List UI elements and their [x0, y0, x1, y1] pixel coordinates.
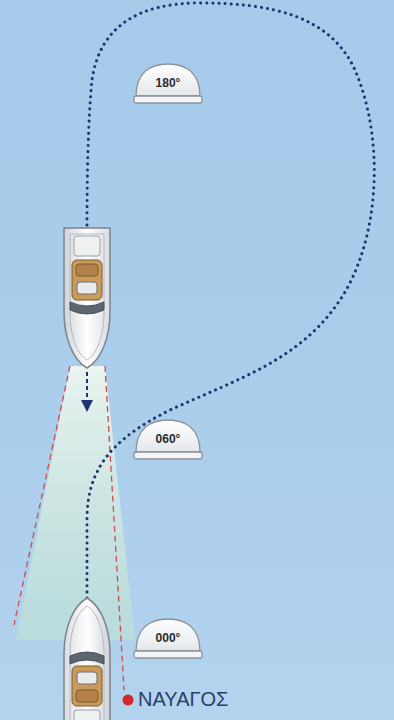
dome-base: [134, 452, 202, 459]
direction-arrow: [86, 372, 88, 402]
heading-degree: 060°: [156, 432, 181, 460]
turn-path: [87, 3, 374, 598]
heading-degree: 000°: [156, 631, 181, 659]
compass-marker: 180°: [133, 62, 203, 104]
compass-marker: 000°: [133, 617, 203, 659]
boat: [64, 228, 110, 368]
sight-line: [14, 366, 70, 625]
castaway-dot: [123, 695, 134, 706]
light-beam: [16, 366, 135, 640]
boat: [64, 598, 110, 720]
castaway-label: ΝΑΥΑΓΟΣ: [138, 688, 228, 711]
dome-base: [134, 651, 202, 658]
dome-base: [134, 96, 202, 103]
heading-degree: 180°: [156, 76, 181, 104]
compass-marker: 060°: [133, 418, 203, 460]
direction-arrow: [81, 400, 93, 412]
